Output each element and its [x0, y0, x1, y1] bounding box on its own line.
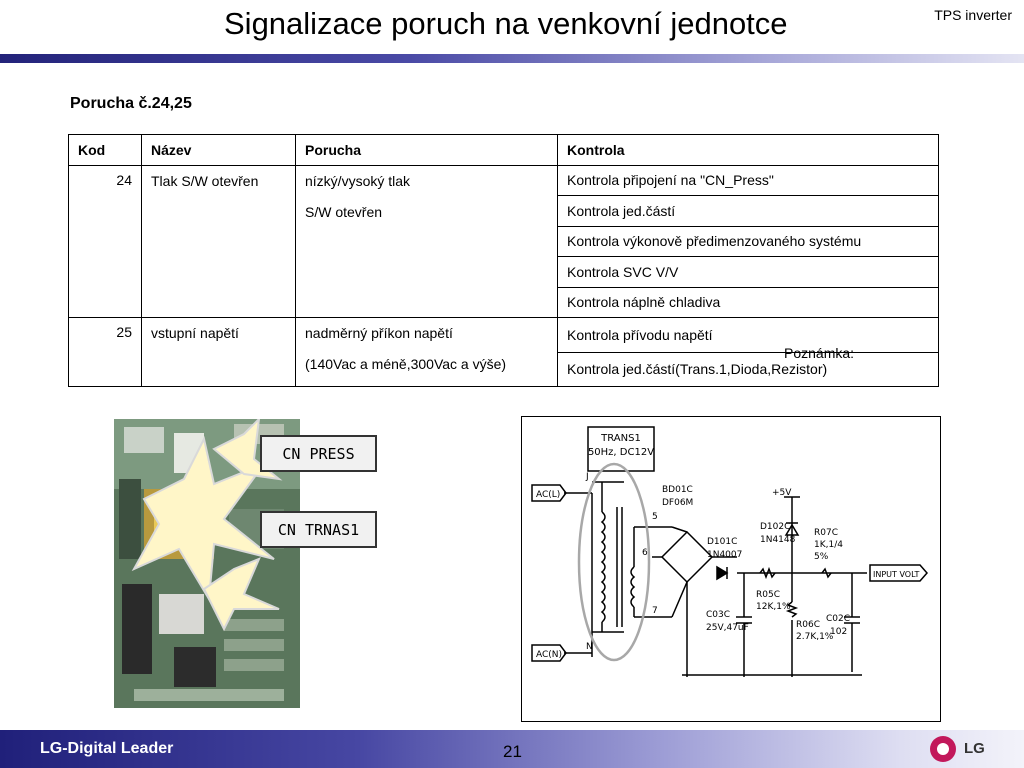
pin-label: 6 — [642, 548, 648, 558]
res3-tolerance: 5% — [814, 552, 829, 562]
lg-logo-dot — [938, 740, 941, 743]
check-item: Kontrola přívodu napětí — [557, 317, 939, 353]
res3-value: 1K,1/4 — [814, 540, 843, 550]
header-bar — [0, 54, 1024, 63]
res1-value: 12K,1% — [756, 602, 791, 612]
fault-line: nadměrný příkon napětí — [305, 325, 453, 341]
pin-label: 7 — [652, 606, 658, 616]
pcb-photo-graphic — [114, 419, 300, 708]
lg-logo-face — [937, 743, 949, 755]
footer-bar — [0, 730, 1024, 768]
fault-name-text: Tlak S/W otevřen — [151, 172, 259, 189]
fault-line: (140Vac a méně,300Vac a výše) — [305, 356, 507, 372]
bridge-ref: BD01C — [662, 485, 693, 495]
trans-rating: 50Hz, DC12V — [588, 447, 654, 458]
ac-l-label: AC(L) — [536, 490, 560, 500]
footer-tagline: LG-Digital Leader — [40, 740, 174, 757]
fault-name: Tlak S/W otevřen — [141, 164, 296, 318]
bridge-part: DF06M — [662, 498, 693, 508]
fault-name-text: vstupní napětí — [151, 325, 239, 341]
pin-label: J — [585, 472, 589, 482]
check-item: Kontrola náplně chladiva — [557, 286, 939, 318]
pin-label: N — [586, 642, 593, 652]
diode1-ref: D101C — [707, 537, 737, 547]
table-row: 24 Tlak S/W otevřen nízký/vysoký tlak S/… — [68, 164, 939, 318]
check-item: Kontrola jed.částí(Trans.1,Dioda,Rezisto… — [557, 351, 939, 387]
output-label: INPUT VOLT — [873, 570, 919, 579]
fault-code: 25 — [68, 317, 142, 387]
pin-label: 5 — [652, 512, 658, 522]
header-tag: TPS inverter — [934, 7, 1012, 23]
header-kod: Kod — [68, 134, 142, 166]
fault-subtitle: Porucha č.24,25 — [70, 95, 192, 112]
table-row: Kontrola jed.částí(Trans.1,Dioda,Rezisto… — [69, 351, 939, 387]
note-label: Poznámka: — [784, 345, 855, 361]
res2-value: 2.7K,1% — [796, 632, 834, 642]
diode2-ref: D102C — [760, 522, 790, 532]
res1-ref: R05C — [756, 590, 780, 600]
lg-logo-text: LG — [964, 740, 985, 757]
diode1-part: 1N4007 — [707, 550, 742, 560]
schematic-graphic: TRANS1 50Hz, DC12V AC(L) AC(N) J N 5 6 7… — [531, 426, 928, 677]
lg-logo-icon — [930, 736, 956, 762]
diode2-part: 1N4148 — [760, 535, 796, 545]
fault-description: nízký/vysoký tlak S/W otevřen — [295, 164, 558, 318]
cap1-ref: C03C — [706, 610, 730, 620]
res3-ref: R07C — [814, 528, 838, 538]
fault-description: nadměrný příkon napětí (140Vac a méně,30… — [295, 317, 558, 387]
header-porucha: Porucha — [295, 134, 558, 166]
callout-cn-trnas1: CN TRNAS1 — [260, 511, 377, 548]
res2-ref: R06C — [796, 620, 820, 630]
header-nazev: Název — [141, 134, 296, 166]
fault-line: S/W otevřen — [305, 203, 383, 220]
fault-code: 24 — [68, 164, 142, 318]
cap2-ref: C02C — [826, 614, 850, 624]
fault-table: Kod Název Porucha Kontrola 24 Tlak S/W o… — [68, 134, 939, 387]
cap2-value: 102 — [830, 627, 847, 637]
circuit-schematic: TRANS1 50Hz, DC12V AC(L) AC(N) J N 5 6 7… — [521, 416, 941, 722]
ac-n-label: AC(N) — [536, 650, 562, 660]
table-header-row: Kod Název Porucha Kontrola — [68, 134, 939, 166]
page-number: 21 — [503, 742, 522, 761]
cap1-value: 25V,47uF — [706, 623, 749, 633]
check-item: Kontrola jed.částí — [557, 195, 939, 227]
supply-label: +5V — [772, 488, 792, 498]
check-item: Kontrola připojení na "CN_Press" — [557, 164, 939, 196]
check-item: Kontrola výkonově předimenzovaného systé… — [557, 225, 939, 257]
check-item: Kontrola SVC V/V — [557, 256, 939, 288]
table-row: 25 vstupní napětí nadměrný příkon napětí… — [68, 317, 939, 387]
header-kontrola: Kontrola — [557, 134, 939, 166]
callout-cn-press: CN PRESS — [260, 435, 377, 472]
slide-title: Signalizace poruch na venkovní jednotce — [224, 6, 788, 41]
trans-label: TRANS1 — [600, 433, 641, 444]
table-row: Kontrola SVC V/V — [69, 256, 939, 288]
table-row: Kontrola náplně chladiva — [69, 286, 939, 318]
fault-line: nízký/vysoký tlak — [305, 172, 411, 189]
fault-name: vstupní napětí — [141, 317, 296, 387]
pcb-photo — [114, 419, 300, 708]
table-row: Kontrola výkonově předimenzovaného systé… — [69, 225, 939, 257]
